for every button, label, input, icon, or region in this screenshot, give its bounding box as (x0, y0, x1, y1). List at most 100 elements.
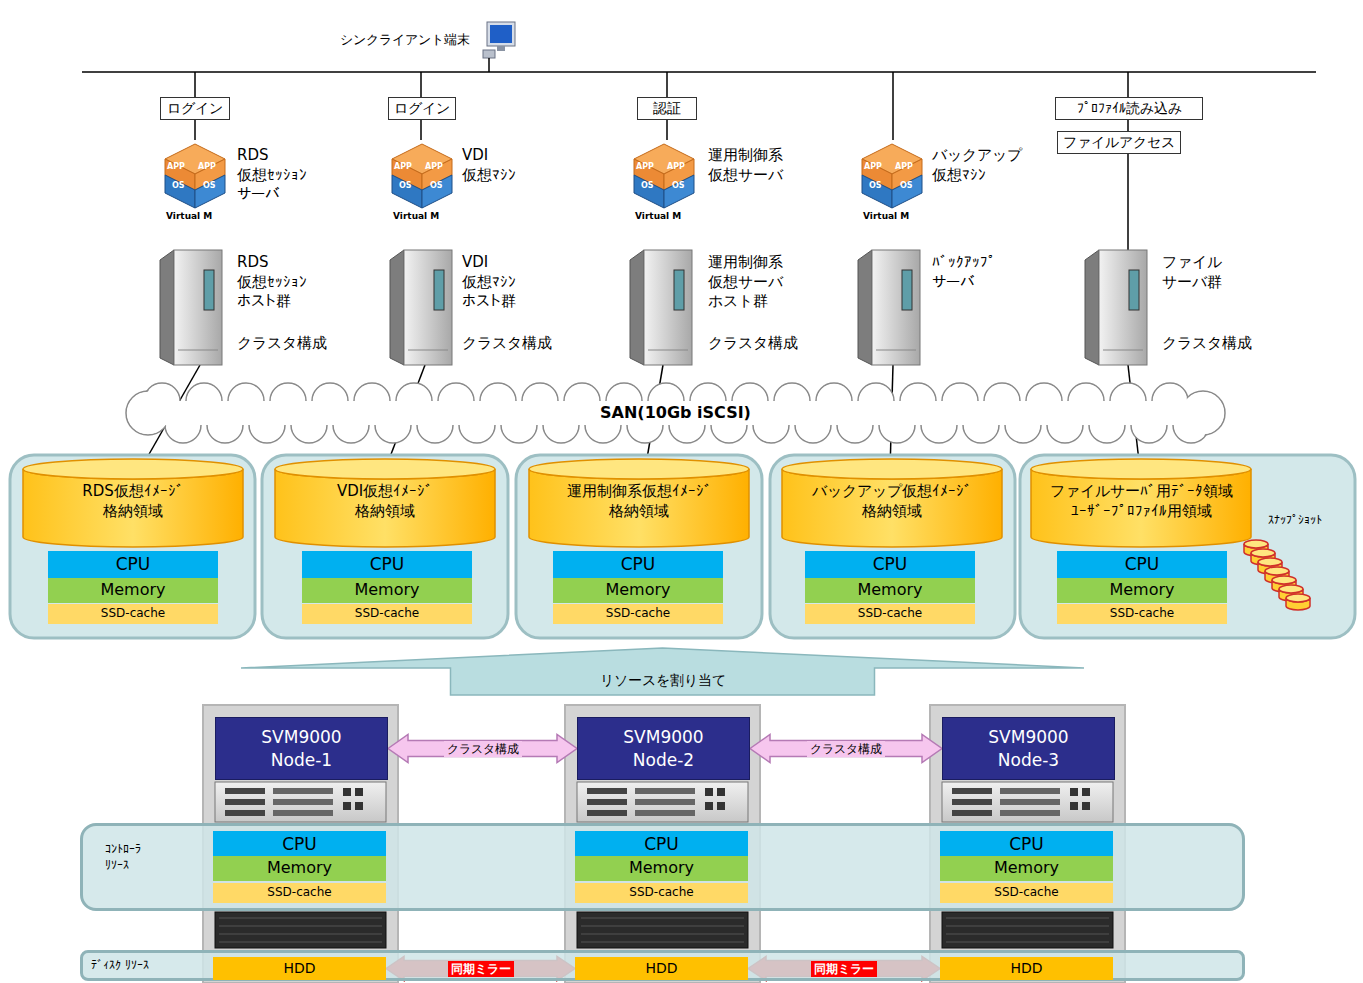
server-tower (160, 250, 222, 365)
snapshot-top (1244, 540, 1268, 548)
port (343, 802, 351, 810)
tower-line (876, 350, 916, 351)
allocate-arrow-outline (240, 647, 1085, 696)
snapshot-top (1272, 576, 1296, 584)
port (705, 802, 713, 810)
cluster-arrow (750, 735, 942, 763)
node-text: リソースを割り当て (600, 671, 726, 689)
resource-bar: Memory (302, 578, 472, 603)
port (1070, 802, 1078, 810)
resource-bar: SSD-cache (805, 604, 975, 624)
node-text: SVM9000 Node-1 (261, 726, 341, 770)
resource-bar: HDD (575, 957, 748, 980)
vent-slot (587, 788, 627, 794)
vent-slot (635, 788, 695, 794)
resource-bar: SSD-cache (553, 604, 723, 624)
vent-slot (635, 810, 695, 816)
node-text: Memory (354, 580, 419, 601)
tower-line (178, 350, 218, 351)
drive-line (219, 918, 382, 919)
node-text: SSD-cache (267, 885, 331, 901)
node-text: ログイン (167, 99, 223, 117)
vent-slot (225, 810, 265, 816)
node-text: Memory (629, 858, 694, 879)
resource-bar: Memory (48, 578, 218, 603)
snapshot-disk (1286, 594, 1310, 610)
resource-bar: SSD-cache (575, 883, 748, 903)
text-label: ファイル サーバ群 (1162, 253, 1222, 292)
vent-slot (225, 799, 265, 805)
cylinder-body (1031, 469, 1251, 547)
storage-cylinder: RDS仮想ｲﾒｰｼﾞ 格納領域 (22, 458, 244, 548)
node-text: ファイルサーﾊﾞ用ﾃﾞｰﾀ領域 ﾕｰｻﾞｰﾌﾟﾛﾌｧｲﾙ用領域 (1050, 482, 1233, 521)
resource-bar: Memory (553, 578, 723, 603)
resource-bar: SSD-cache (940, 883, 1113, 903)
resource-bar: CPU (302, 551, 472, 578)
node-text: Memory (994, 858, 1059, 879)
snapshot-top (1279, 585, 1303, 593)
tower-front (404, 250, 452, 365)
vent-slot (952, 810, 992, 816)
port (717, 788, 725, 796)
vent-slot (952, 799, 992, 805)
cylinder-top (1031, 459, 1251, 479)
drive-line (581, 918, 744, 919)
drive-line (946, 918, 1109, 919)
snapshot-top (1251, 549, 1275, 557)
resource-bar: Memory (1057, 578, 1227, 603)
resource-bar: CPU (1057, 551, 1227, 578)
resource-bar: CPU (805, 551, 975, 578)
chassis-front (577, 782, 748, 822)
resource-bar: SSD-cache (1057, 604, 1227, 624)
text-label: 運用制御系 仮想サーバ (708, 146, 783, 185)
edge-label: クラスタ構成 (444, 741, 522, 757)
vm-cube-icon (392, 144, 452, 208)
node-text: CPU (873, 553, 908, 575)
text-label: クラスタ構成 (462, 334, 552, 354)
port (1082, 802, 1090, 810)
resource-bar: Memory (213, 856, 386, 881)
tower-front (644, 250, 692, 365)
port (343, 788, 351, 796)
step-tag: 認証 (637, 97, 697, 120)
node-text: Memory (857, 580, 922, 601)
step-tag: ファイルアクセス (1057, 131, 1181, 154)
drop-lines (195, 72, 1128, 250)
vm-cube-icon (634, 144, 694, 208)
text-label: クラスタ構成 (1162, 334, 1252, 354)
drop-line (892, 72, 894, 140)
resource-bar: Memory (575, 856, 748, 881)
vent-slot (1000, 799, 1060, 805)
cylinder-top (782, 459, 1002, 479)
drive-line (946, 942, 1109, 943)
chassis-front (215, 782, 386, 822)
resource-bar: CPU (575, 831, 748, 858)
vent-slot (635, 799, 695, 805)
svm-chassis (565, 705, 760, 983)
drop-line (1127, 153, 1129, 250)
server-tower (858, 250, 920, 365)
node-text: CPU (644, 833, 679, 855)
node-text: SVM9000 Node-2 (623, 726, 703, 770)
storage-panel (10, 455, 255, 638)
node-text: ﾃﾞｨｽｸ ﾘｿｰｽ (91, 958, 149, 974)
drop-line (420, 72, 422, 97)
node-text: CPU (116, 553, 151, 575)
cloud-fill (146, 401, 1205, 425)
vent-slot (273, 788, 333, 794)
resource-band: ﾃﾞｨｽｸ ﾘｿｰｽHDDHDDHDD (80, 950, 1245, 981)
drive-line (219, 942, 382, 943)
node-text: SAN(10Gb iSCSI) (600, 403, 751, 424)
port (355, 802, 363, 810)
cylinder-top (23, 459, 243, 479)
client-drop-line (488, 58, 490, 72)
node-text: SSD-cache (858, 606, 922, 622)
resource-bar: Memory (940, 856, 1113, 881)
tower-side (630, 250, 644, 365)
client-body (483, 50, 495, 58)
text-label: ｽﾅｯﾌﾟｼｮｯﾄ (1268, 513, 1322, 529)
storage-cylinder: 運用制御系仮想ｲﾒｰｼﾞ 格納領域 (528, 458, 750, 548)
node-text: CPU (370, 553, 405, 575)
